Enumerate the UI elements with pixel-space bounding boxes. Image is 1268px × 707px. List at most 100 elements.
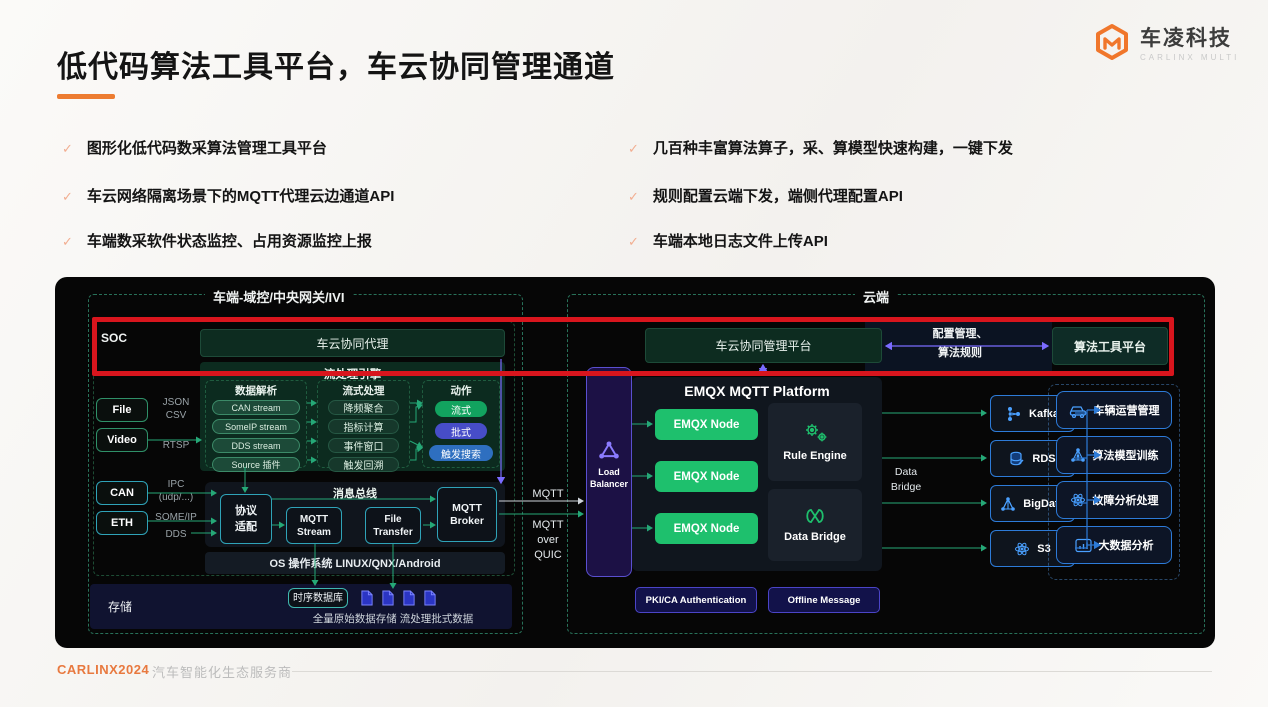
bullet-text: 图形化低代码数采算法管理工具平台	[86, 140, 327, 157]
service-label: S3	[1037, 542, 1051, 555]
stream-item: 指标计算	[328, 419, 399, 434]
title-underline	[57, 94, 115, 99]
app-label: 车辆运营管理	[1093, 405, 1160, 417]
emqx-node-box: EMQX Node	[655, 461, 758, 492]
kafka-icon	[1008, 406, 1021, 421]
app-bigdata-analysis-box: 大数据分析	[1056, 526, 1172, 564]
parse-item: DDS stream	[212, 438, 300, 453]
footer-brand: CARLINX2024	[57, 662, 150, 677]
protocol-label: IPC(udp/...)	[158, 479, 194, 503]
app-model-training-box: 算法模型训练	[1056, 436, 1172, 474]
bullet-item: ✓ 车端本地日志文件上传API	[628, 232, 828, 252]
offline-message-box: Offline Message	[768, 587, 880, 613]
bullet-item: ✓ 图形化低代码数采算法管理工具平台	[62, 139, 327, 159]
service-label: RDS	[1032, 452, 1056, 465]
app-label: 算法模型训练	[1092, 450, 1159, 462]
protocol-label: DDS	[165, 529, 187, 540]
app-label: 故障分析处理	[1092, 495, 1159, 507]
batch-files	[360, 590, 437, 606]
emqx-platform-title: EMQX MQTT Platform	[684, 383, 830, 399]
data-bridge-icon	[802, 507, 828, 525]
mgmt-platform-box: 车云协同管理平台	[645, 328, 882, 363]
app-label: 大数据分析	[1098, 540, 1154, 552]
action-column: 动作 流式 批式 触发搜索	[422, 380, 500, 468]
bullet-text: 车端本地日志文件上传API	[652, 233, 828, 250]
app-fault-analysis-box: 故障分析处理	[1056, 481, 1172, 519]
check-icon: ✓	[628, 189, 639, 204]
config-rules-label: 配置管理、算法规则	[932, 328, 988, 359]
architecture-diagram-panel: 车端-域控/中央网关/IVI SOC 车云协同代理 流处理引擎 数据解析 CAN…	[55, 277, 1215, 648]
data-bridge-box: Data Bridge	[768, 489, 862, 561]
logo-hexagon-icon	[1092, 22, 1132, 62]
bullet-item: ✓ 几百种丰富算法算子，采、算模型快速构建，一键下发	[628, 139, 1013, 159]
bullet-item: ✓ 车端数采软件状态监控、占用资源监控上报	[62, 232, 372, 252]
bigdata-icon	[1001, 496, 1016, 511]
file-icon	[424, 590, 436, 606]
storage-caption: 全量原始数据存储 流处理批式数据	[312, 613, 474, 625]
protocol-label: RTSP	[162, 440, 190, 451]
logo-sub-text: CARLINX MULTI	[1140, 53, 1240, 62]
service-label: Kafka	[1029, 407, 1059, 420]
stream-item: 触发回溯	[328, 457, 399, 472]
vehicle-cloud-agent-box: 车云协同代理	[200, 329, 505, 357]
file-icon	[382, 590, 394, 606]
rule-engine-icon	[802, 422, 828, 444]
footer-divider	[292, 671, 1212, 672]
input-can-box: CAN	[96, 481, 148, 505]
apps-zone	[1048, 384, 1180, 580]
parse-item: CAN stream	[212, 400, 300, 415]
vehicle-zone-title: 车端-域控/中央网关/IVI	[205, 287, 353, 306]
input-file-box: File	[96, 398, 148, 422]
page-title: 低代码算法工具平台，车云协同管理通道	[57, 51, 615, 84]
rds-icon	[1010, 451, 1024, 465]
check-icon: ✓	[628, 141, 639, 156]
data-parse-column: 数据解析 CAN stream SomeIP stream DDS stream…	[205, 380, 307, 472]
column-title: 数据解析	[235, 385, 277, 397]
stream-item: 降频聚合	[328, 400, 399, 415]
data-bridge-label: Data Bridge	[784, 531, 846, 543]
bullet-item: ✓ 规则配置云端下发，端侧代理配置API	[628, 187, 903, 207]
tsdb-box: 时序数据库	[288, 588, 348, 608]
storage-label: 存储	[108, 600, 133, 614]
file-transfer-box: File Transfer	[365, 507, 421, 544]
service-label: BigData	[1023, 497, 1065, 510]
app-vehicle-ops-box: 车辆运营管理	[1056, 391, 1172, 429]
file-icon	[403, 590, 415, 606]
pki-ca-box: PKI/CA Authentication	[635, 587, 757, 613]
stream-item: 事件窗口	[328, 438, 399, 453]
cloud-zone-title: 云端	[855, 287, 898, 306]
load-balancer-icon	[598, 440, 620, 460]
soc-label: SOC	[101, 331, 128, 345]
logo-brand-text: 车凌科技	[1140, 27, 1232, 50]
protocol-label: SOME/IP	[155, 512, 197, 523]
bullet-text: 车端数采软件状态监控、占用资源监控上报	[86, 233, 372, 250]
stream-process-column: 流式处理 降频聚合 指标计算 事件窗口 触发回溯	[317, 380, 410, 472]
bullet-item: ✓ 车云网络隔离场景下的MQTT代理云边通道API	[62, 187, 394, 207]
company-logo: 车凌科技 CARLINX MULTI	[1092, 22, 1239, 62]
column-title: 动作	[450, 385, 472, 397]
connector-lines	[148, 341, 1102, 589]
footer-tagline: 汽车智能化生态服务商	[152, 665, 293, 680]
mqtt-line-label: MQTT	[532, 488, 564, 500]
column-title: 流式处理	[342, 385, 385, 397]
check-icon: ✓	[62, 141, 73, 156]
algo-tool-platform-box: 算法工具平台	[1052, 327, 1168, 365]
input-video-box: Video	[96, 428, 148, 452]
check-icon: ✓	[628, 234, 639, 249]
protocol-adapter-box: 协议适配	[220, 494, 272, 544]
os-bar: OS 操作系统 LINUX/QNX/Android	[205, 552, 505, 574]
check-icon: ✓	[62, 234, 73, 249]
message-bus-title: 消息总线	[333, 488, 377, 500]
bullet-text: 车云网络隔离场景下的MQTT代理云边通道API	[86, 188, 395, 205]
input-eth-box: ETH	[96, 511, 148, 535]
check-icon: ✓	[62, 189, 73, 204]
rule-engine-box: Rule Engine	[768, 403, 862, 481]
emqx-node-box: EMQX Node	[655, 409, 758, 440]
mqtt-broker-box: MQTT Broker	[437, 487, 497, 542]
mqtt-stream-box: MQTT Stream	[286, 507, 342, 544]
